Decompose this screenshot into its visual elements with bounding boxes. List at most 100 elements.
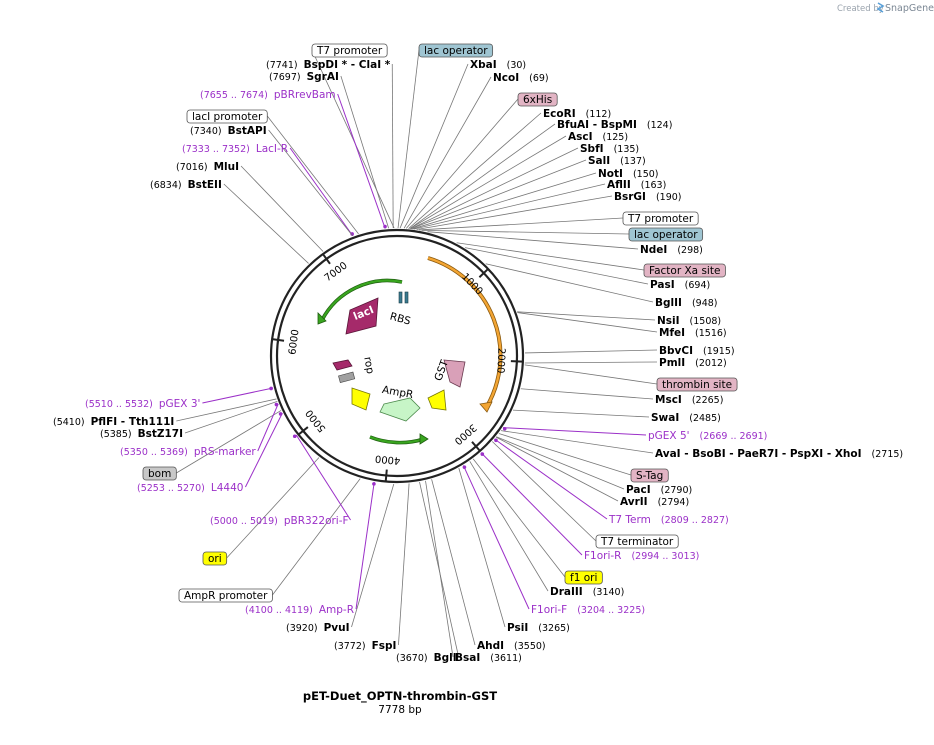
leader-line (494, 438, 608, 520)
label-name: BstZ17I (138, 428, 183, 440)
label-name: AflII (607, 179, 631, 191)
label-position: (5350 .. 5369) (120, 447, 188, 458)
feature-laci-promoter-57: lacI promoter (186, 109, 268, 124)
label-name: BstAPI (228, 125, 267, 137)
tick-label-5000: 5000 (304, 407, 328, 434)
feature-pbr322ori-f-46: (5000 .. 5019)pBR322ori-F (210, 515, 349, 527)
label-name: pRS-marker (194, 446, 257, 458)
feature-f1ori-r-33: F1ori-R (2994 .. 3013) (584, 550, 699, 562)
feature-pflfi-tth111i-51: (5410)PflFI - Tth111I (53, 416, 174, 428)
leader-line (272, 478, 361, 596)
label-position: (7697) (269, 72, 301, 83)
label-position: (5510 .. 5532) (85, 399, 153, 410)
box-frame (311, 43, 388, 58)
label-name: AhdI (477, 640, 504, 652)
box-frame (186, 109, 268, 124)
label-position: (69) (529, 73, 549, 84)
label-position: (124) (647, 120, 673, 131)
feature-t7-terminator-32: T7 terminator (595, 534, 679, 549)
leader-line (268, 129, 353, 237)
feature-sgrai-59: (7697) SgrAI (269, 71, 339, 83)
label-name: BbvCI (659, 345, 693, 357)
label-name: pBRrevBam (274, 89, 336, 101)
ampr-region-arc (369, 435, 425, 444)
label-position: (3204 .. 3225) (577, 605, 645, 616)
label-name: pGEX 5' (648, 430, 690, 442)
label-position: (3550) (514, 641, 546, 652)
leader-line (503, 427, 647, 436)
label-name: PacI (626, 484, 651, 496)
label-name: NdeI (640, 244, 667, 256)
label-position: (3920) (286, 623, 318, 634)
label-position: (135) (614, 144, 640, 155)
box-label: thrombin site (662, 379, 732, 391)
box-label: T7 promoter (316, 45, 383, 57)
label-name: BspDI * - ClaI * (304, 59, 391, 71)
leader-line (176, 398, 277, 422)
feature-t7-promoter-0: T7 promoter (311, 43, 388, 58)
ampr-promoter-arrow (351, 387, 371, 411)
leader-line (472, 458, 566, 578)
leader-line (412, 172, 597, 230)
feature-ecori-5: EcoRI(112) (543, 108, 611, 120)
label-name: F1ori-R (584, 550, 621, 562)
label-name: pGEX 3' (159, 398, 201, 410)
leader-line (403, 76, 492, 229)
feature-amp-r-43: (4100 .. 4119)Amp-R (245, 604, 354, 616)
leader-line (456, 242, 645, 271)
gst-region-arc-head (479, 401, 493, 413)
feature-bstapi-56: (7340) BstAPI (190, 125, 267, 137)
tick-label-6000: 6000 (287, 329, 301, 356)
feature-bstz17i-50: (5385)BstZ17I (100, 428, 183, 440)
ampr-region-arc-head (419, 433, 429, 445)
credit-prefix: Created by (837, 4, 884, 14)
label-position: (7340) (190, 126, 222, 137)
leader-line (223, 183, 309, 264)
feature-ori-45: ori (202, 551, 228, 566)
box-frame (628, 227, 704, 242)
label-name: MscI (655, 394, 682, 406)
feature-lac-operator-1: lac operator (418, 43, 494, 58)
tick-mark-3000 (471, 441, 481, 452)
label-position: (7333 .. 7352) (182, 144, 250, 155)
label-position: (3265) (538, 623, 570, 634)
leader-line (295, 434, 351, 521)
tick-mark-6000 (272, 338, 285, 342)
ampr-feature-arrow (379, 397, 421, 422)
feature-ncoi-3: NcoI(69) (493, 72, 549, 84)
label-name: SgrAI (307, 71, 339, 83)
feature-sbfi-8: SbfI(135) (580, 143, 639, 155)
leader-line (240, 165, 324, 252)
box-label: lac operator (424, 45, 488, 57)
label-position: (1508) (690, 316, 722, 327)
feature-xbai-2: XbaI(30) (470, 59, 526, 71)
feature-msci-24: MscI(2265) (655, 394, 723, 406)
label-position: (3140) (593, 587, 625, 598)
label-position: (2994 .. 3013) (631, 551, 699, 562)
leader-line (427, 231, 639, 250)
box-label: AmpR promoter (184, 590, 268, 602)
feature-asci-7: AscI(125) (568, 131, 628, 143)
feature-sali-9: SalI(137) (588, 155, 646, 167)
label-position: (3670) (396, 653, 428, 664)
label-position: (3611) (490, 653, 522, 664)
credit-brand: SnapGene (885, 3, 934, 14)
label-name: EcoRI (543, 108, 576, 120)
tick-label-2000: 2000 (494, 348, 506, 374)
label-name: pBR322ori-F (284, 515, 349, 527)
box-frame (418, 43, 494, 58)
feature-bspdi-clai-60: (7741)BspDI * - ClaI * (266, 59, 391, 71)
label-position: (2012) (695, 358, 727, 369)
plasmid-length: 7778 bp (378, 704, 422, 716)
feature-bbvci-21: BbvCI(1915) (659, 345, 735, 357)
label-position: (7655 .. 7674) (200, 90, 268, 101)
box-frame (142, 466, 177, 481)
leader-line (469, 461, 549, 592)
feature-thrombin-site-23: thrombin site (656, 377, 738, 392)
feature-ahdi-38: AhdI (3550) (477, 640, 546, 652)
leader-line (480, 452, 583, 556)
rop-feature-label: rop (361, 356, 376, 375)
box-frame (202, 551, 228, 566)
leader-line (524, 364, 658, 385)
